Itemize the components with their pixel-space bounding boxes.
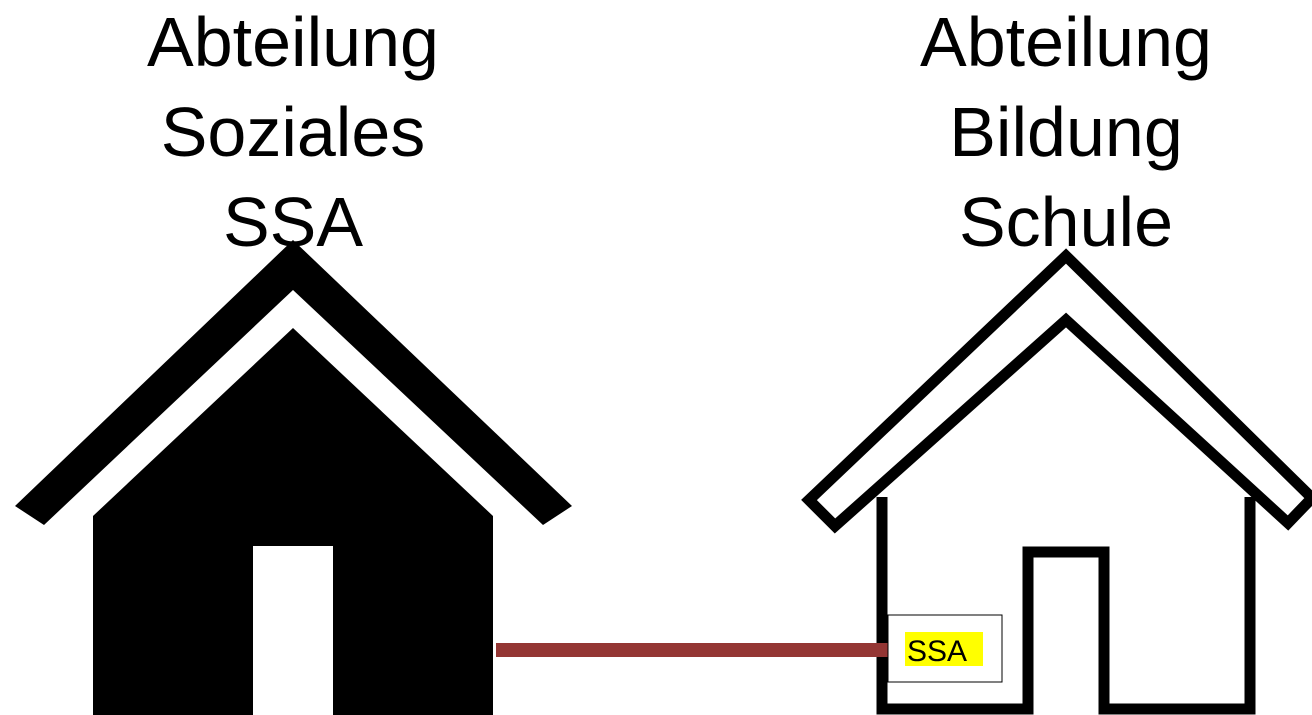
right-house-body (876, 497, 1256, 715)
left-title: Abteilung Soziales SSA (147, 3, 439, 261)
right-house-roof (801, 248, 1312, 534)
right-title-line-1: Abteilung (920, 3, 1212, 81)
right-title-line-2: Bildung (949, 93, 1183, 171)
left-title-line-2: Soziales (161, 93, 426, 171)
ssa-label-text: SSA (907, 635, 967, 668)
ssa-label-highlight (905, 632, 983, 666)
left-title-line-1: Abteilung (147, 3, 439, 81)
right-house (801, 248, 1312, 715)
left-title-line-3: SSA (223, 183, 363, 261)
right-title-line-3: Schule (959, 183, 1173, 261)
left-house (15, 240, 572, 715)
left-house-roof (15, 240, 572, 525)
left-house-body (93, 328, 493, 715)
right-title: Abteilung Bildung Schule (920, 3, 1212, 261)
ssa-label-box: SSA (887, 614, 1003, 683)
